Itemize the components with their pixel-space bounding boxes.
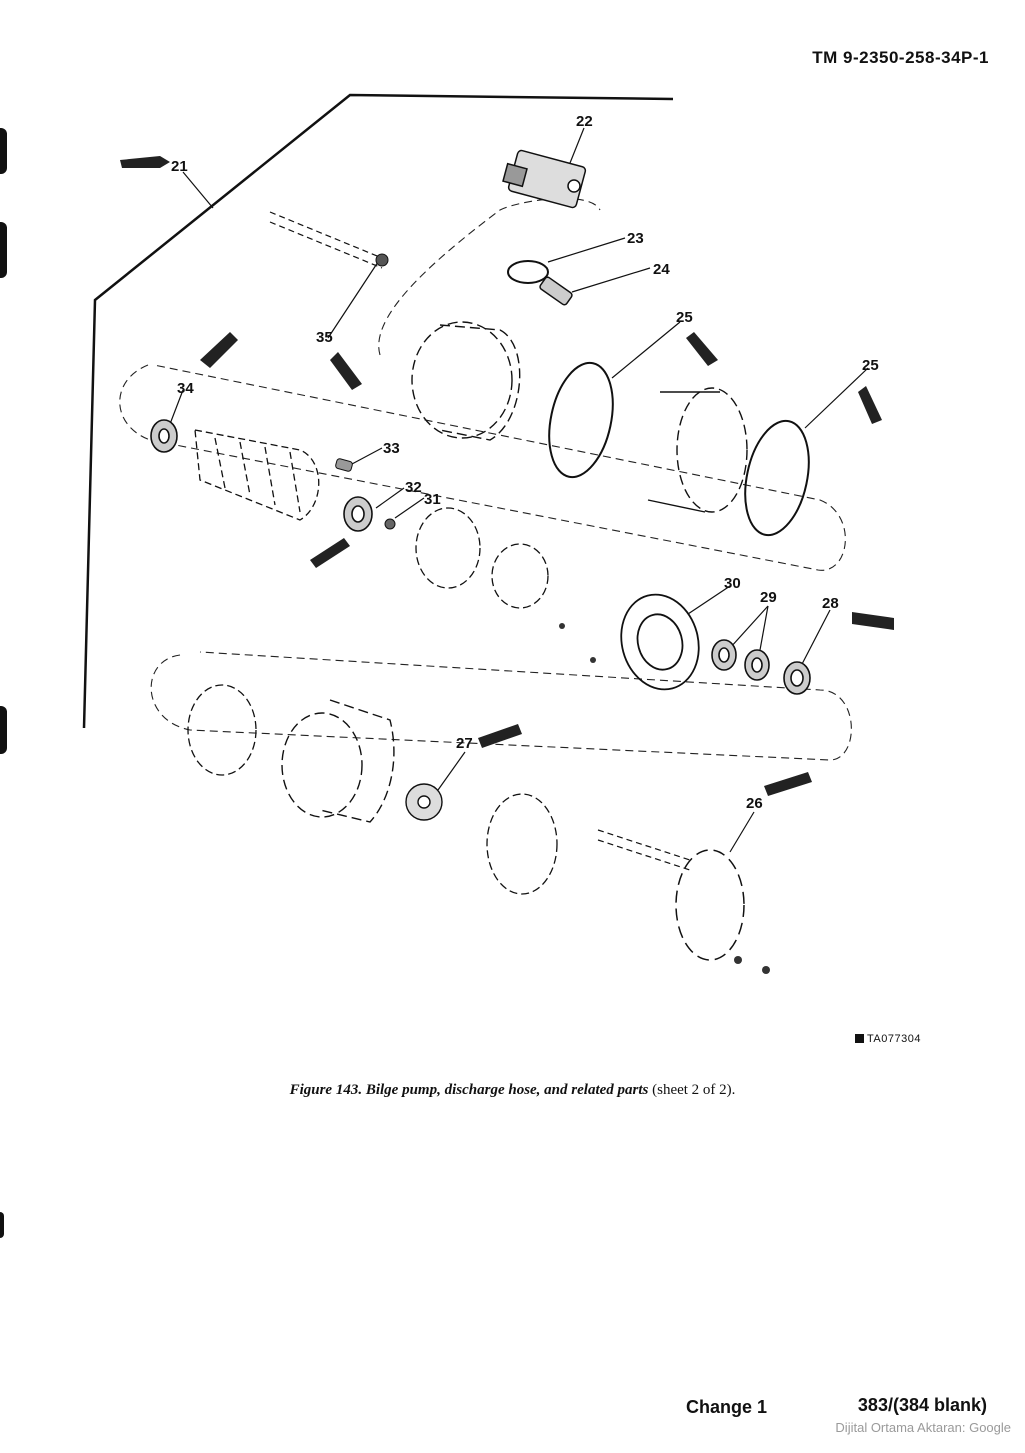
part-26-cover [675,849,745,961]
brush-plate [415,507,481,589]
part-28-seal [783,661,811,695]
part-34-bearing [150,419,178,453]
part-29-seal [711,639,770,681]
document-number: TM 9-2350-258-34P-1 [812,48,989,67]
leader-lines [169,127,869,853]
armature [194,429,320,521]
exploded-parts-drawing: 21 22 23 24 25 25 34 35 33 32 31 30 29 2… [82,93,894,974]
change-number: Change 1 [686,1397,768,1417]
part-24-bolt [539,276,573,306]
frame-bracket [82,93,674,729]
callout-33: 33 [383,440,400,457]
pointing-hand-markers [120,156,894,796]
motor-frame [647,387,748,513]
callout-25: 25 [676,309,693,326]
callout-22: 22 [576,113,593,130]
wear-plate [486,793,558,895]
callout-26: 26 [746,795,763,812]
callout-31: 31 [424,491,441,508]
callout-35: 35 [316,329,333,346]
callout-27: 27 [456,735,473,752]
brush-holder [491,543,549,609]
callout-34: 34 [177,380,194,397]
callout-24: 24 [653,261,670,278]
callout-28: 28 [822,595,839,612]
callout-29: 29 [760,589,777,606]
reference-marker [855,1034,864,1043]
part-35-pin [269,211,383,269]
margin-mark [0,1212,4,1238]
part-33-key [335,458,353,472]
assembly-loops [119,197,852,761]
caption-sheet: (sheet 2 of 2). [648,1082,736,1098]
part-27-impeller [405,783,443,821]
callout-labels: 21 22 23 24 25 25 34 35 33 32 31 30 29 2… [171,113,879,812]
pump-end-cover [187,684,257,776]
scan-watermark: Dijital Ortama Aktaran: Google [835,1420,1011,1435]
part-23-o-ring [507,260,549,284]
page-number: 383/(384 blank) [857,1395,987,1415]
margin-mark [0,706,7,754]
motor-end-housing [411,321,521,441]
part-35-nut [375,253,389,267]
callout-32: 32 [405,479,422,496]
pump-body [281,699,395,823]
caption-title: Figure 143. Bilge pump, discharge hose, … [289,1082,649,1098]
margin-mark [0,128,7,174]
figure-caption: Figure 143. Bilge pump, discharge hose, … [0,1082,1025,1099]
margin-mark [0,222,7,278]
reference-code: TA077304 [867,1033,921,1045]
part-30-flange [620,593,700,691]
illustration-reference: TA077304 [855,1033,921,1045]
callout-21: 21 [171,158,188,175]
callout-25: 25 [862,357,879,374]
part-25-gasket [744,419,810,537]
callout-30: 30 [724,575,741,592]
part-32-bearing [343,496,373,532]
part-22-switch [502,149,587,209]
callout-23: 23 [627,230,644,247]
part-25-gasket [548,361,614,479]
small-hardware [559,623,770,974]
pump-shaft [597,829,691,871]
part-31-washer [384,518,396,530]
